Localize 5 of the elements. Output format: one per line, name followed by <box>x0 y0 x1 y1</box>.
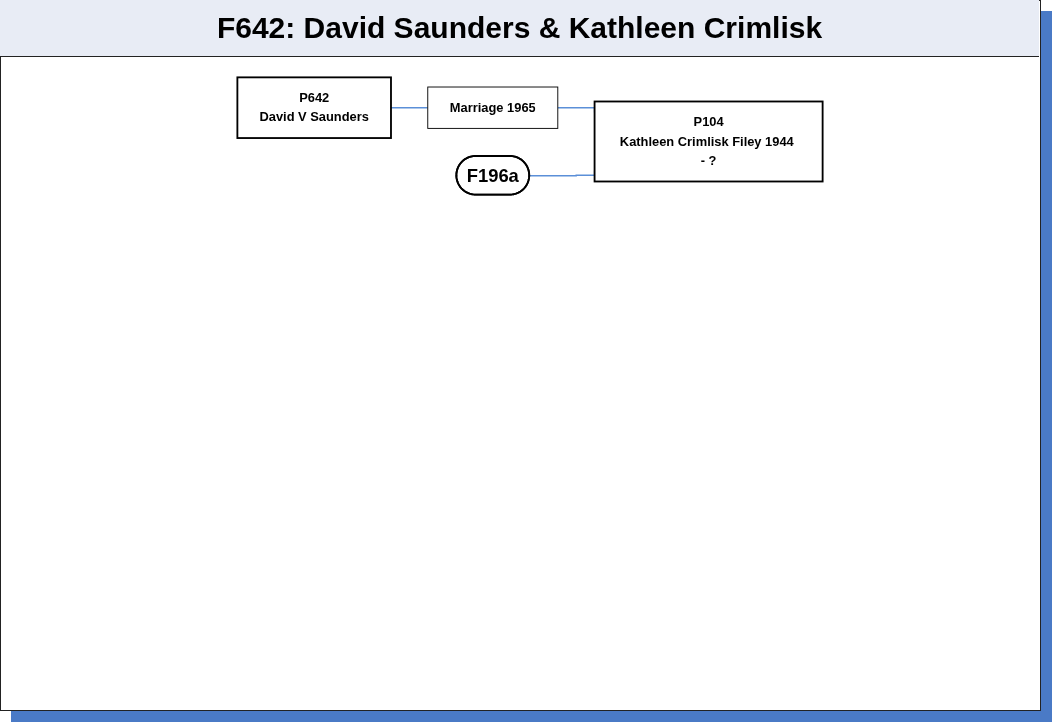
node-box: P642 David V Saunders <box>236 76 392 139</box>
node-box: P104 Kathleen Crimlisk Filey 1944 - ? <box>593 100 824 183</box>
connector <box>390 107 429 109</box>
page-title: F642: David Saunders & Kathleen Crimlisk <box>0 0 1039 57</box>
node-box: Marriage 1965 <box>427 86 559 129</box>
